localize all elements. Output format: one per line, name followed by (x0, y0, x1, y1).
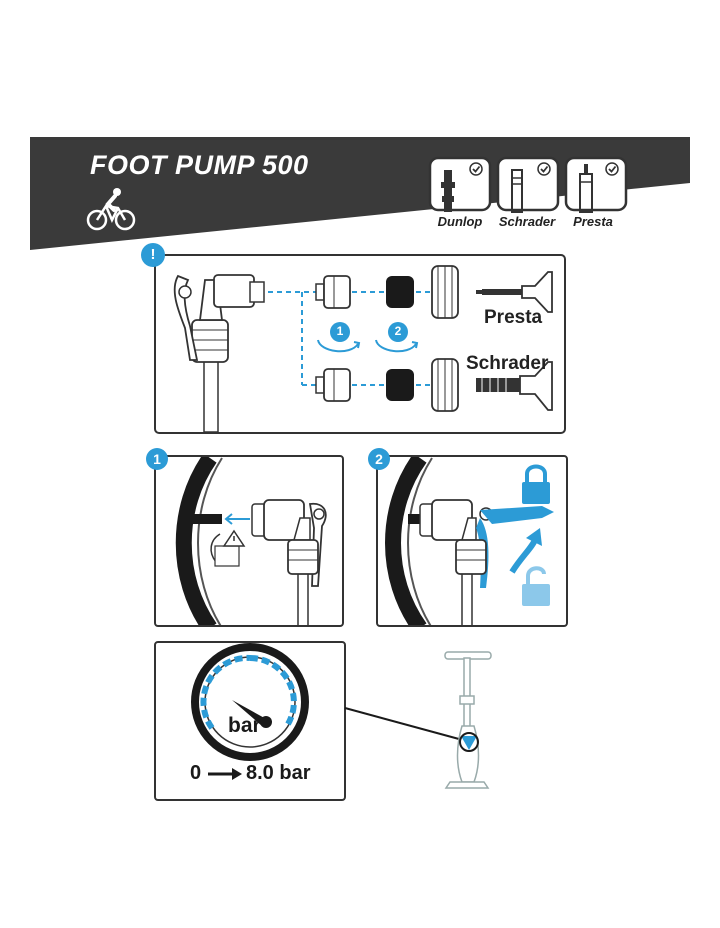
lock-icon (522, 464, 550, 504)
range-end: 8.0 bar (246, 762, 311, 784)
step2-panel (376, 455, 568, 627)
valve-label-schrader: Schrader (498, 214, 556, 229)
adapter-top (315, 275, 351, 309)
range-start: 0 (190, 762, 202, 784)
notice-icon (141, 243, 165, 267)
warning-icon (210, 529, 246, 567)
o-ring-top (386, 276, 414, 308)
presta-valve-icon (564, 156, 628, 213)
step2-badge (368, 448, 390, 470)
gauge-panel (154, 641, 492, 801)
check-icon (469, 162, 483, 176)
schrader-valve-icon (496, 156, 560, 213)
step2-number: 2 (375, 451, 383, 467)
rotate-step-1-number: 1 (336, 324, 344, 338)
pressure-gauge (191, 643, 309, 761)
cap-bottom (431, 358, 459, 412)
cyclist-icon (86, 188, 136, 231)
gauge-unit: bar (228, 714, 261, 737)
valve-label-presta: Presta (573, 214, 613, 229)
step1-badge (146, 448, 168, 470)
schrader-label: Schrader (466, 353, 549, 374)
floor-pump (444, 651, 492, 789)
rotate-step-2 (375, 322, 419, 353)
adapter-panel (154, 254, 566, 434)
check-icon (605, 162, 619, 176)
step1-panel (154, 455, 344, 627)
schrader-valve (476, 361, 553, 411)
cap-top (431, 265, 459, 319)
valve-label-dunlop: Dunlop (437, 214, 483, 229)
o-ring-bottom (386, 369, 414, 401)
dunlop-valve-icon (428, 156, 492, 212)
arrow-up-icon (509, 528, 542, 574)
adapter-bottom (315, 368, 351, 402)
rotate-step-2-number: 2 (394, 324, 402, 338)
page-title: FOOT PUMP 500 (90, 150, 309, 180)
presta-label: Presta (484, 307, 543, 328)
step1-number: 1 (153, 451, 161, 467)
rotate-step-1 (317, 322, 361, 353)
unlock-icon (522, 566, 550, 606)
check-icon (537, 162, 551, 176)
presta-valve (476, 271, 553, 313)
valve-type-icons (428, 156, 628, 213)
notice-symbol: ! (150, 246, 156, 263)
